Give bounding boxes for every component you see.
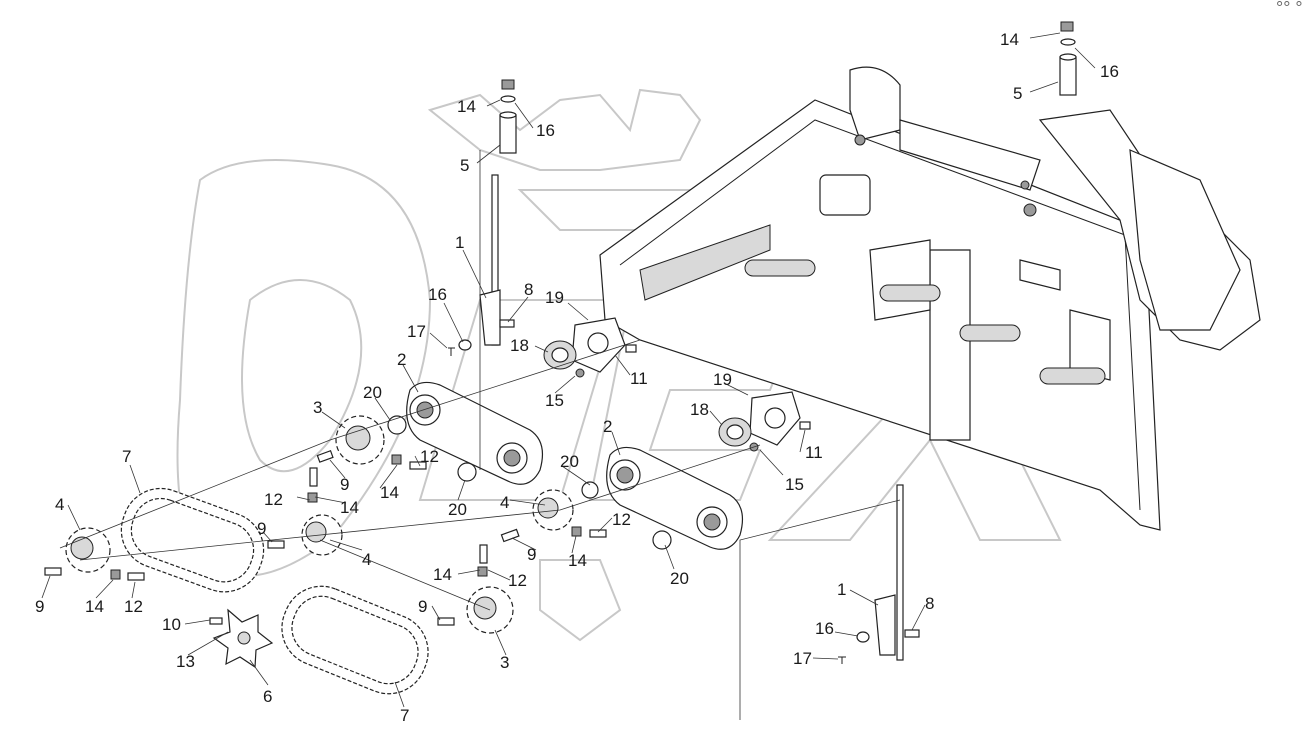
callout-14: 14 (85, 597, 104, 616)
callout-14: 14 (340, 498, 359, 517)
callout-12: 12 (124, 597, 143, 616)
callout-12: 12 (508, 571, 527, 590)
callout-11: 11 (805, 443, 823, 462)
fasteners (44, 319, 920, 664)
callout-16: 16 (536, 121, 555, 140)
callout-12: 12 (612, 510, 631, 529)
callout-17: 17 (407, 322, 426, 341)
callout-9: 9 (257, 519, 266, 538)
callout-4: 4 (55, 495, 64, 514)
callout-2: 2 (397, 350, 406, 369)
callout-1: 1 (837, 580, 846, 599)
callout-7: 7 (122, 447, 131, 466)
callout-9: 9 (340, 475, 349, 494)
callout-7: 7 (400, 706, 409, 725)
main-frame (599, 66, 1261, 531)
callout-4: 4 (500, 493, 509, 512)
callout-13: 13 (176, 652, 195, 671)
callout-19: 19 (545, 288, 564, 307)
center-lines (59, 150, 901, 720)
callout-10: 10 (162, 615, 181, 634)
callout-5: 5 (460, 156, 469, 175)
callout-3: 3 (313, 398, 322, 417)
callout-14: 14 (380, 483, 399, 502)
callout-5: 5 (1013, 84, 1022, 103)
callout-16: 16 (428, 285, 447, 304)
callout-20: 20 (670, 569, 689, 588)
callout-1: 1 (455, 233, 464, 252)
callout-9: 9 (527, 545, 536, 564)
callout-20: 20 (560, 452, 579, 471)
callout-17: 17 (793, 649, 812, 668)
callout-18: 18 (690, 400, 709, 419)
callout-12: 12 (264, 490, 283, 509)
callout-14: 14 (1000, 30, 1019, 49)
leader-lines (41, 32, 1096, 708)
callout-11: 11 (630, 369, 648, 388)
callout-20: 20 (363, 383, 382, 402)
callout-14: 14 (457, 97, 476, 116)
callout-14: 14 (568, 551, 587, 570)
callout-8: 8 (524, 280, 533, 299)
callout-15: 15 (785, 475, 804, 494)
callout-19: 19 (713, 370, 732, 389)
callout-4: 4 (362, 550, 371, 569)
callout-14: 14 (433, 565, 452, 584)
callout-labels: 14 16 5 14 16 5 1 8 16 17 19 18 11 15 2 … (35, 30, 1119, 725)
bearing-plates (406, 317, 801, 550)
callout-18: 18 (510, 336, 529, 355)
callout-15: 15 (545, 391, 564, 410)
spacer-tubes (479, 21, 1077, 661)
callout-9: 9 (418, 597, 427, 616)
callout-9: 9 (35, 597, 44, 616)
callout-20: 20 (448, 500, 467, 519)
callout-3: 3 (500, 653, 509, 672)
callout-2: 2 (603, 417, 612, 436)
callout-12: 12 (420, 447, 439, 466)
callout-16: 16 (1100, 62, 1119, 81)
watermark-corner: °° °°° (1276, 0, 1303, 18)
callout-8: 8 (925, 594, 934, 613)
callout-6: 6 (263, 687, 272, 706)
roller-chains (120, 487, 429, 695)
callout-16: 16 (815, 619, 834, 638)
